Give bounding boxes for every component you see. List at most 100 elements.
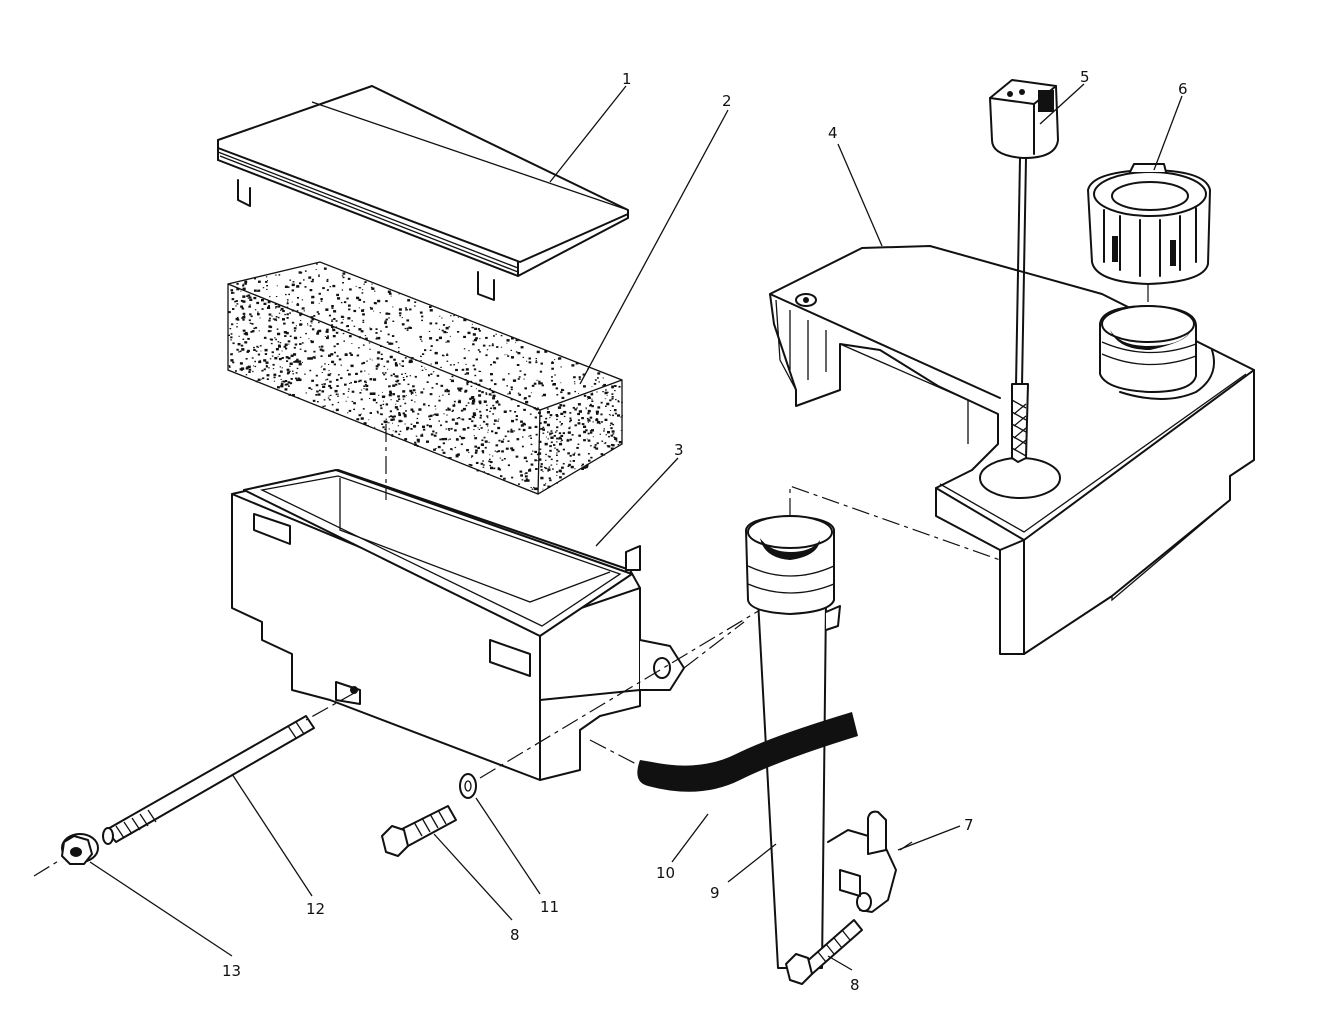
foam-speck xyxy=(328,384,331,388)
foam-speck xyxy=(595,410,599,414)
foam-speck xyxy=(556,418,558,421)
foam-speck xyxy=(298,360,302,363)
foam-speck xyxy=(392,373,395,375)
foam-speck xyxy=(546,423,550,427)
foam-speck xyxy=(270,338,273,341)
foam-speck xyxy=(363,388,365,390)
foam-speck xyxy=(560,391,563,394)
foam-speck xyxy=(304,270,307,272)
foam-speck xyxy=(389,355,393,359)
foam-speck xyxy=(401,317,403,319)
foam-speck xyxy=(265,276,268,278)
foam-speck xyxy=(317,393,321,396)
callout-13: 13 xyxy=(222,962,241,980)
foam-speck xyxy=(393,415,396,418)
foam-speck xyxy=(232,342,235,345)
foam-speck xyxy=(506,339,510,342)
foam-speck xyxy=(403,413,407,417)
foam-speck xyxy=(288,293,290,296)
foam-speck xyxy=(369,392,373,395)
foam-speck xyxy=(373,310,375,312)
foam-speck xyxy=(585,408,587,410)
foam-speck xyxy=(351,320,353,322)
foam-speck xyxy=(508,373,510,375)
foam-speck xyxy=(325,379,327,381)
foam-speck xyxy=(569,438,572,441)
foam-speck xyxy=(495,400,499,404)
foam-speck xyxy=(553,434,556,437)
foam-speck xyxy=(317,401,319,403)
foam-speck xyxy=(510,430,514,433)
foam-speck xyxy=(473,435,475,437)
foam-speck xyxy=(610,414,612,416)
foam-speck xyxy=(369,328,373,331)
foam-speck xyxy=(446,360,449,362)
foam-speck xyxy=(397,425,399,427)
foam-speck xyxy=(296,367,299,370)
foam-speck xyxy=(482,460,484,462)
foam-speck xyxy=(231,291,234,294)
foam-speck xyxy=(443,355,445,357)
foam-speck xyxy=(465,404,468,407)
foam-speck xyxy=(419,311,423,314)
callout-11: 11 xyxy=(540,898,559,916)
foam-speck xyxy=(484,440,488,443)
foam-speck xyxy=(242,284,245,287)
foam-speck xyxy=(310,340,312,342)
foam-speck xyxy=(370,394,372,395)
foam-speck xyxy=(442,324,445,326)
foam-speck xyxy=(467,331,471,335)
foam-speck xyxy=(477,328,480,330)
foam-speck xyxy=(268,319,271,322)
foam-speck xyxy=(249,298,253,301)
foam-speck xyxy=(363,385,366,387)
foam-speck xyxy=(317,313,320,315)
foam-speck xyxy=(494,450,496,452)
foam-speck xyxy=(291,283,295,287)
foam-speck xyxy=(535,409,537,410)
foam-speck xyxy=(410,393,413,395)
foam-speck xyxy=(490,466,494,470)
foam-speck xyxy=(248,368,252,371)
foam-speck xyxy=(435,383,437,385)
foam-speck xyxy=(603,383,606,387)
foam-speck xyxy=(490,395,492,396)
foam-speck xyxy=(286,360,289,362)
foam-speck xyxy=(338,358,342,361)
foam-speck xyxy=(380,345,382,347)
foam-speck xyxy=(419,335,422,338)
foam-speck xyxy=(505,447,509,450)
foam-speck xyxy=(365,388,369,391)
foam-speck xyxy=(598,381,600,383)
foam-speck xyxy=(601,440,604,442)
foam-speck xyxy=(501,450,504,453)
foam-speck xyxy=(562,448,565,451)
foam-speck xyxy=(303,279,305,281)
foam-speck xyxy=(289,382,293,385)
foam-speck xyxy=(438,399,441,402)
foam-speck xyxy=(436,383,438,385)
foam-speck xyxy=(592,436,594,438)
foam-speck xyxy=(394,430,398,433)
foam-speck xyxy=(523,378,525,380)
foam-speck xyxy=(396,408,399,411)
foam-speck xyxy=(310,320,313,323)
foam-speck xyxy=(539,422,542,425)
foam-speck xyxy=(450,315,452,317)
foam-speck xyxy=(485,392,488,394)
foam-speck xyxy=(540,382,543,385)
foam-speck xyxy=(269,317,271,320)
foam-speck xyxy=(496,451,499,453)
foam-speck xyxy=(275,307,277,309)
foam-speck xyxy=(604,418,608,421)
foam-speck xyxy=(353,408,355,411)
foam-speck xyxy=(362,313,365,316)
foam-speck xyxy=(610,427,613,430)
foam-speck xyxy=(249,322,252,324)
foam-speck xyxy=(472,399,476,403)
foam-speck xyxy=(245,374,248,376)
foam-speck xyxy=(553,444,556,446)
foam-speck xyxy=(561,388,564,391)
part-bolt-upper xyxy=(381,805,457,857)
